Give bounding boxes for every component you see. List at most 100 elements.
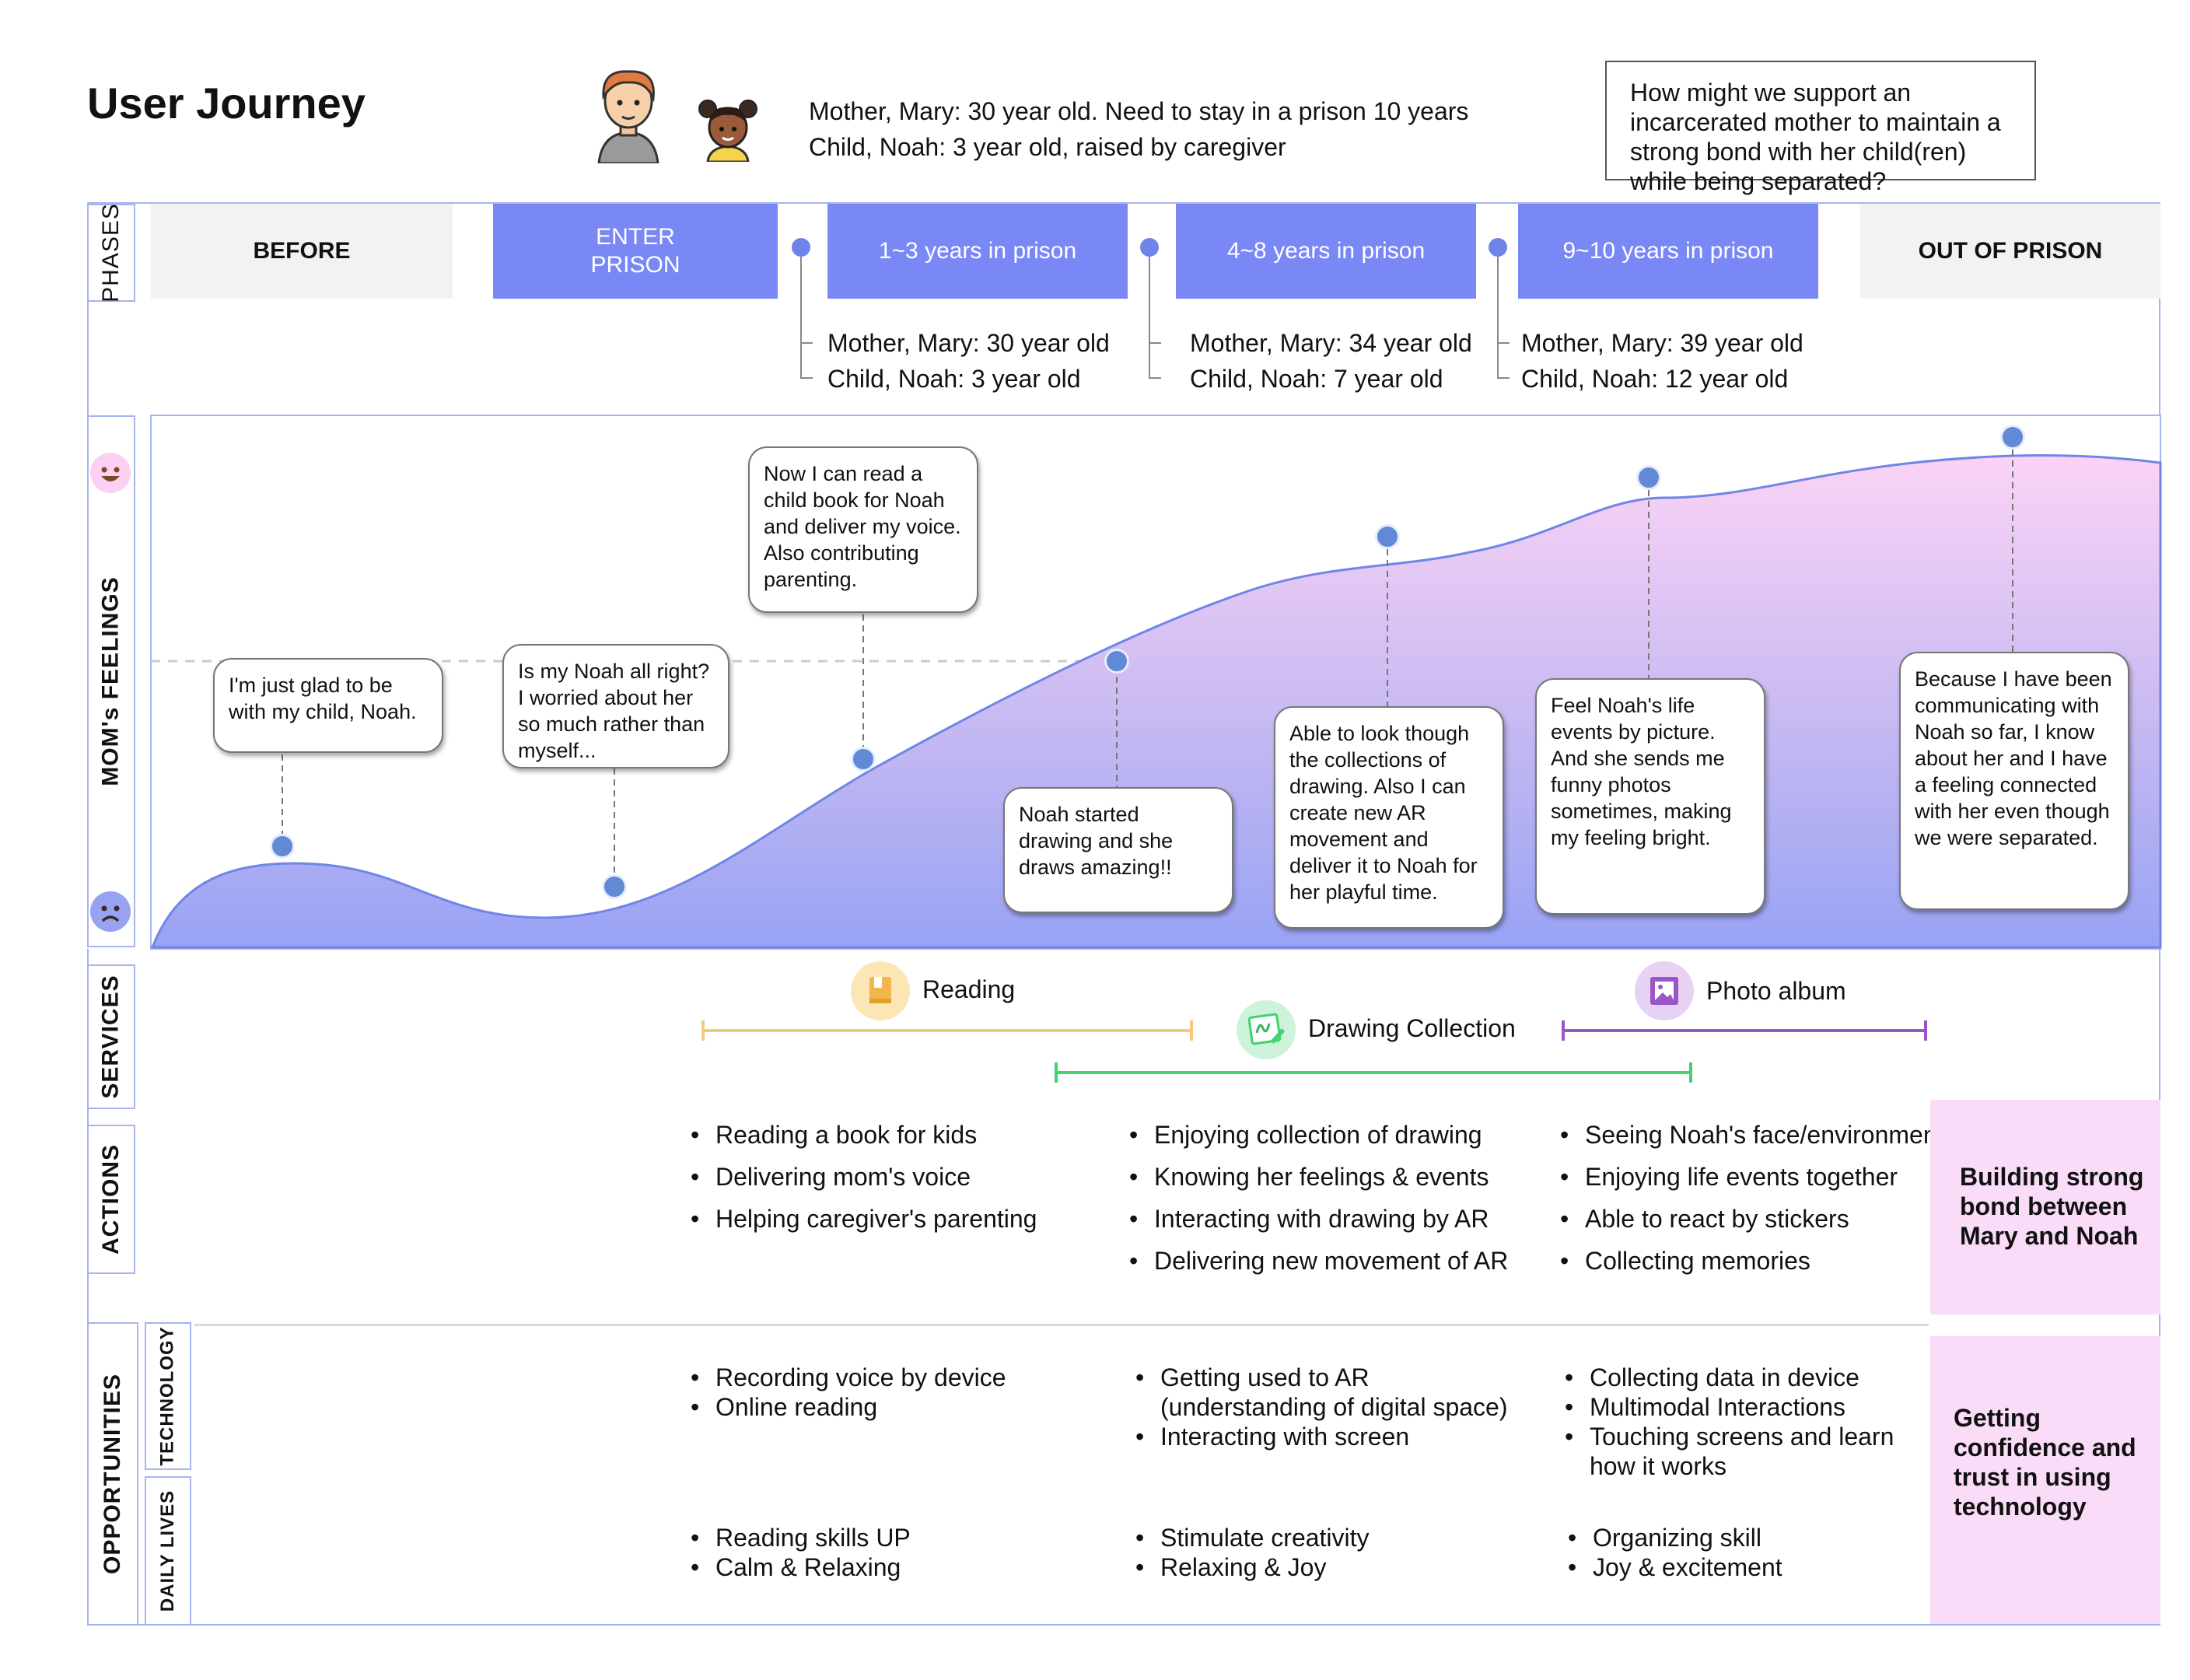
ages-phase-1-mother: Mother, Mary: 30 year old (827, 329, 1110, 357)
ages-phase-1-child: Child, Noah: 3 year old (827, 365, 1081, 393)
daily-lives-photo: Organizing skill Joy & excitement (1568, 1523, 1910, 1582)
list-item: Interacting with screen (1135, 1422, 1524, 1451)
list-item: Organizing skill (1568, 1523, 1910, 1552)
service-photo-label: Photo album (1706, 977, 1846, 1005)
list-item: Touching screens and learn how it works (1565, 1422, 1907, 1481)
mother-avatar-icon (591, 62, 666, 165)
persona-info: Mother, Mary: 30 year old. Need to stay … (809, 93, 1468, 165)
daily-lives-drawing: Stimulate creativity Relaxing & Joy (1135, 1523, 1524, 1582)
actions-drawing: Enjoying collection of drawing Knowing h… (1129, 1114, 1549, 1282)
quote-bubble-3: Now I can read a child book for Noah and… (748, 446, 978, 613)
ages-phase-3-mother: Mother, Mary: 39 year old (1521, 329, 1803, 357)
timeline-dot-3 (1489, 238, 1507, 257)
feeling-dot-6 (1636, 465, 1661, 490)
feeling-dot-4 (1104, 649, 1129, 674)
feeling-dot-5 (1375, 524, 1400, 549)
list-item: Delivering mom's voice (691, 1156, 1095, 1198)
actions-summary-box: Building strong bond between Mary and No… (1930, 1100, 2160, 1314)
list-item: Enjoying life events together (1560, 1156, 1949, 1198)
quote-bubble-5: Able to look though the collections of d… (1274, 706, 1504, 929)
book-icon (851, 961, 910, 1020)
phase-out-of-prison: OUT OF PRISON (1860, 204, 2160, 299)
service-reading-label: Reading (922, 975, 1016, 1003)
phase-1-3-years: 1~3 years in prison (827, 204, 1128, 299)
row-label-technology: TECHNOLOGY (145, 1322, 191, 1470)
list-item: Multimodal Interactions (1565, 1392, 1907, 1422)
phase-before: BEFORE (151, 204, 453, 299)
photo-icon (1635, 961, 1694, 1020)
phase-9-10-years: 9~10 years in prison (1518, 204, 1818, 299)
timeline-tick-1b (800, 377, 813, 379)
list-item: Delivering new movement of AR (1129, 1240, 1549, 1282)
list-item: Reading skills UP (691, 1523, 1095, 1552)
persona-mother: Mother, Mary: 30 year old. Need to stay … (809, 97, 1469, 125)
actions-summary-text: Building strong bond between Mary and No… (1960, 1163, 2144, 1250)
phases-frame (87, 202, 2160, 415)
timeline-connector-2 (1149, 257, 1150, 378)
list-item: Reading a book for kids (691, 1114, 1095, 1156)
list-item: Getting used to AR (understanding of dig… (1135, 1363, 1524, 1422)
service-drawing-label: Drawing Collection (1308, 1014, 1516, 1042)
ages-phase-2-child: Child, Noah: 7 year old (1190, 365, 1443, 393)
list-item: Recording voice by device (691, 1363, 1095, 1392)
list-item: Able to react by stickers (1560, 1198, 1949, 1240)
list-item: Relaxing & Joy (1135, 1552, 1524, 1582)
ages-phase-2-mother: Mother, Mary: 34 year old (1190, 329, 1472, 357)
service-reading-span (701, 1020, 1193, 1041)
list-item: Knowing her feelings & events (1129, 1156, 1549, 1198)
how-might-we-box: How might we support an incarcerated mot… (1605, 61, 2036, 195)
technology-photo: Collecting data in device Multimodal Int… (1565, 1363, 1907, 1481)
ages-phase-2: Mother, Mary: 34 year old Child, Noah: 7… (1190, 325, 1472, 397)
list-item: Collecting data in device (1565, 1363, 1907, 1392)
timeline-tick-2b (1149, 377, 1161, 379)
section-divider (194, 1324, 1929, 1326)
quote-bubble-7: Because I have been communicating with N… (1899, 652, 2129, 910)
ages-phase-3-child: Child, Noah: 12 year old (1521, 365, 1789, 393)
list-item: Helping caregiver's parenting (691, 1198, 1095, 1240)
quote-bubble-4: Noah started drawing and she draws amazi… (1003, 787, 1233, 913)
opportunities-summary-box: Getting confidence and trust in using te… (1930, 1336, 2160, 1624)
ages-phase-1: Mother, Mary: 30 year old Child, Noah: 3… (827, 325, 1110, 397)
list-item: Seeing Noah's face/environment (1560, 1114, 1949, 1156)
list-item: Collecting memories (1560, 1240, 1949, 1282)
list-item: Stimulate creativity (1135, 1523, 1524, 1552)
quote-bubble-2: Is my Noah all right? I worried about he… (502, 644, 729, 768)
page-title: User Journey (87, 79, 366, 128)
feeling-dot-1 (270, 834, 295, 859)
drawing-icon (1237, 1000, 1296, 1059)
service-drawing-span (1055, 1062, 1692, 1083)
phase-4-8-years: 4~8 years in prison (1176, 204, 1476, 299)
list-item: Calm & Relaxing (691, 1552, 1095, 1582)
quote-bubble-6: Feel Noah's life events by picture. And … (1535, 678, 1765, 915)
row-label-feelings: MOM's FEELINGS (87, 415, 135, 947)
sad-face-icon (89, 890, 132, 933)
daily-lives-reading: Reading skills UP Calm & Relaxing (691, 1523, 1095, 1582)
feeling-dot-3 (851, 747, 876, 772)
timeline-dot-2 (1140, 238, 1159, 257)
actions-photo: Seeing Noah's face/environment Enjoying … (1560, 1114, 1949, 1282)
actions-reading: Reading a book for kids Delivering mom's… (691, 1114, 1095, 1240)
persona-child: Child, Noah: 3 year old, raised by careg… (809, 133, 1286, 161)
phase-enter-prison-label: ENTER PRISON (590, 224, 680, 278)
timeline-dot-1 (792, 238, 810, 257)
list-item: Interacting with drawing by AR (1129, 1198, 1549, 1240)
happy-face-icon (89, 451, 132, 495)
timeline-tick-1a (800, 342, 813, 344)
opportunities-summary-text: Getting confidence and trust in using te… (1954, 1404, 2136, 1521)
feeling-dot-2 (602, 874, 627, 899)
timeline-tick-3b (1497, 377, 1510, 379)
list-item: Enjoying collection of drawing (1129, 1114, 1549, 1156)
timeline-tick-2a (1149, 342, 1161, 344)
ages-phase-3: Mother, Mary: 39 year old Child, Noah: 1… (1521, 325, 1803, 397)
child-avatar-icon (697, 96, 759, 163)
phase-enter-prison: ENTER PRISON (493, 204, 778, 299)
list-item: Joy & excitement (1568, 1552, 1910, 1582)
timeline-connector-3 (1497, 257, 1499, 378)
timeline-connector-1 (800, 257, 802, 378)
quote-bubble-1: I'm just glad to be with my child, Noah. (213, 658, 443, 753)
feeling-dot-7 (2000, 425, 2025, 450)
timeline-tick-3a (1497, 342, 1510, 344)
technology-reading: Recording voice by device Online reading (691, 1363, 1095, 1422)
list-item: Online reading (691, 1392, 1095, 1422)
service-photo-span (1562, 1020, 1927, 1041)
